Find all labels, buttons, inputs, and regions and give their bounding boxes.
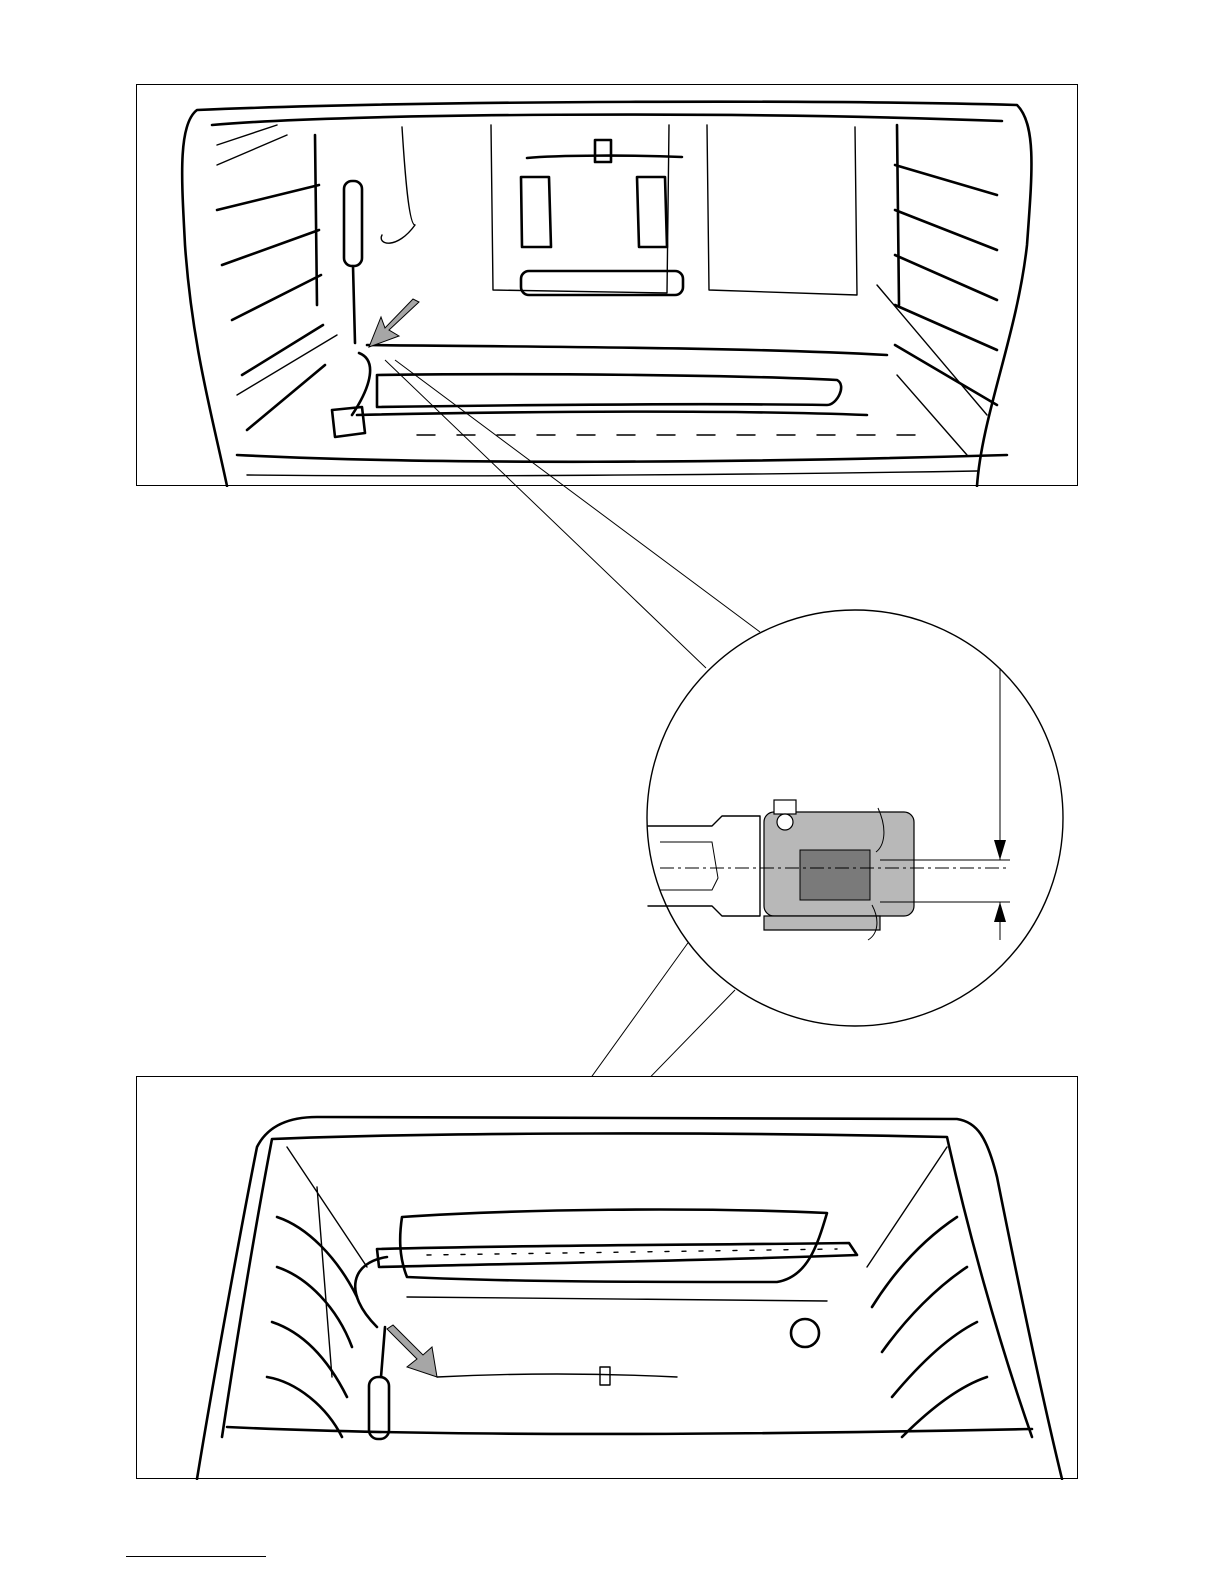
- magnifier-circle: [647, 610, 1063, 1026]
- oven-top-edge: [212, 115, 1002, 125]
- oven-floor-front-edge: [237, 455, 1007, 462]
- left-rack-rails: [267, 1147, 367, 1437]
- pointer-arrow-icon: [369, 299, 419, 347]
- right-rack-rails: [867, 1147, 987, 1437]
- floor-back-edge: [407, 1297, 827, 1301]
- oven-bottom-illustration: [137, 1077, 1079, 1480]
- bracket-screw-icon: [777, 814, 793, 830]
- pointer-arrow-icon: [387, 1325, 437, 1377]
- right-rack-rails: [877, 125, 997, 455]
- oven-top-view-panel: [136, 84, 1078, 486]
- oven-cavity-outline: [197, 1117, 1062, 1479]
- dimension-arrow-icons: [994, 840, 1006, 922]
- oven-top-illustration: [137, 85, 1079, 487]
- screwdriver-icon: [369, 1327, 389, 1439]
- screwdriver-icon: [344, 181, 362, 343]
- oven-floor-lip: [247, 471, 977, 476]
- burner-base-rail: [357, 412, 867, 415]
- back-wall-clip-tab: [595, 140, 611, 162]
- back-wall-panel-left: [381, 127, 415, 243]
- dimension-extension-lines: [880, 860, 1010, 902]
- burner-tube: [377, 1243, 857, 1267]
- burner-ports: [427, 1249, 837, 1255]
- oven-floor-back-edge: [367, 345, 887, 355]
- footer-rule: [126, 1556, 266, 1557]
- floor-clip-tab: [600, 1367, 610, 1385]
- igniter-bracket: [332, 407, 365, 437]
- bracket-slot: [800, 850, 870, 900]
- back-wall-clip: [527, 156, 682, 158]
- left-rack-rails: [217, 125, 337, 430]
- burner-tube: [377, 374, 841, 407]
- bracket-plate: [764, 812, 914, 916]
- burner-nozzle-inner: [660, 842, 718, 890]
- gas-feed-pipe: [352, 353, 370, 415]
- floor-plug-icon: [791, 1319, 819, 1347]
- bracket-lower-flange: [764, 916, 880, 930]
- floor-clip: [437, 1374, 677, 1377]
- back-wall-panel-center: [491, 125, 669, 293]
- back-wall-panel-right: [707, 125, 857, 295]
- oven-bottom-view-panel: [136, 1076, 1078, 1479]
- rotation-arrows-icon: [868, 808, 884, 940]
- bracket-screw-head: [774, 800, 796, 814]
- burner-nozzle-outline: [648, 816, 760, 916]
- back-wall-mounting-plate: [521, 177, 667, 247]
- burner-bracket-detail: [648, 668, 1010, 940]
